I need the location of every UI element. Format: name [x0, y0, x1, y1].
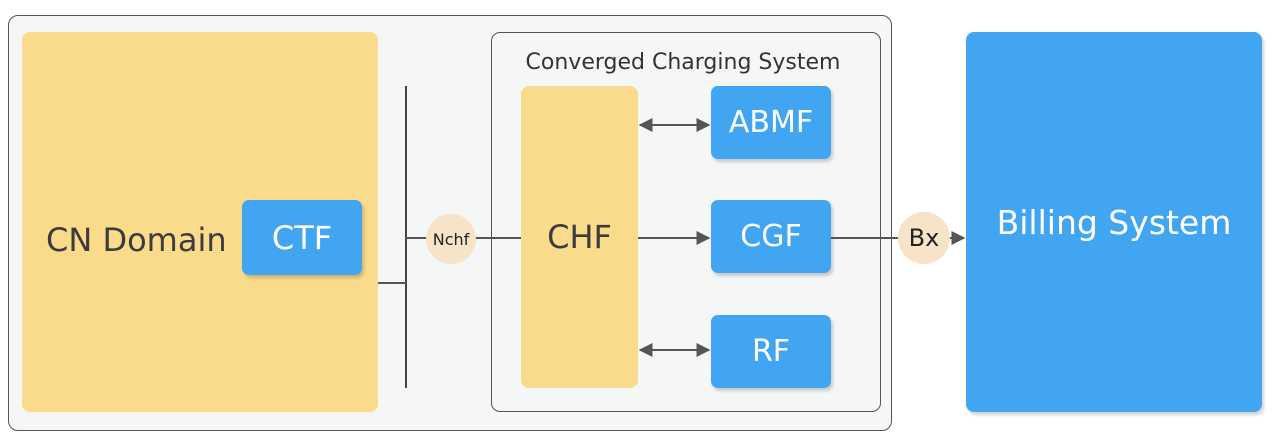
- nchf-interface-label: Nchf: [426, 214, 476, 264]
- billing-system-node: Billing System: [966, 32, 1262, 412]
- ctf-node: CTF: [242, 200, 362, 275]
- rf-node: RF: [711, 315, 831, 388]
- cn-domain-label: CN Domain: [46, 221, 227, 259]
- abmf-node: ABMF: [711, 86, 831, 159]
- converged-charging-system-title: Converged Charging System: [525, 50, 841, 75]
- cgf-node: CGF: [711, 200, 831, 273]
- bx-interface-label: Bx: [898, 212, 950, 264]
- chf-node: CHF: [521, 86, 638, 388]
